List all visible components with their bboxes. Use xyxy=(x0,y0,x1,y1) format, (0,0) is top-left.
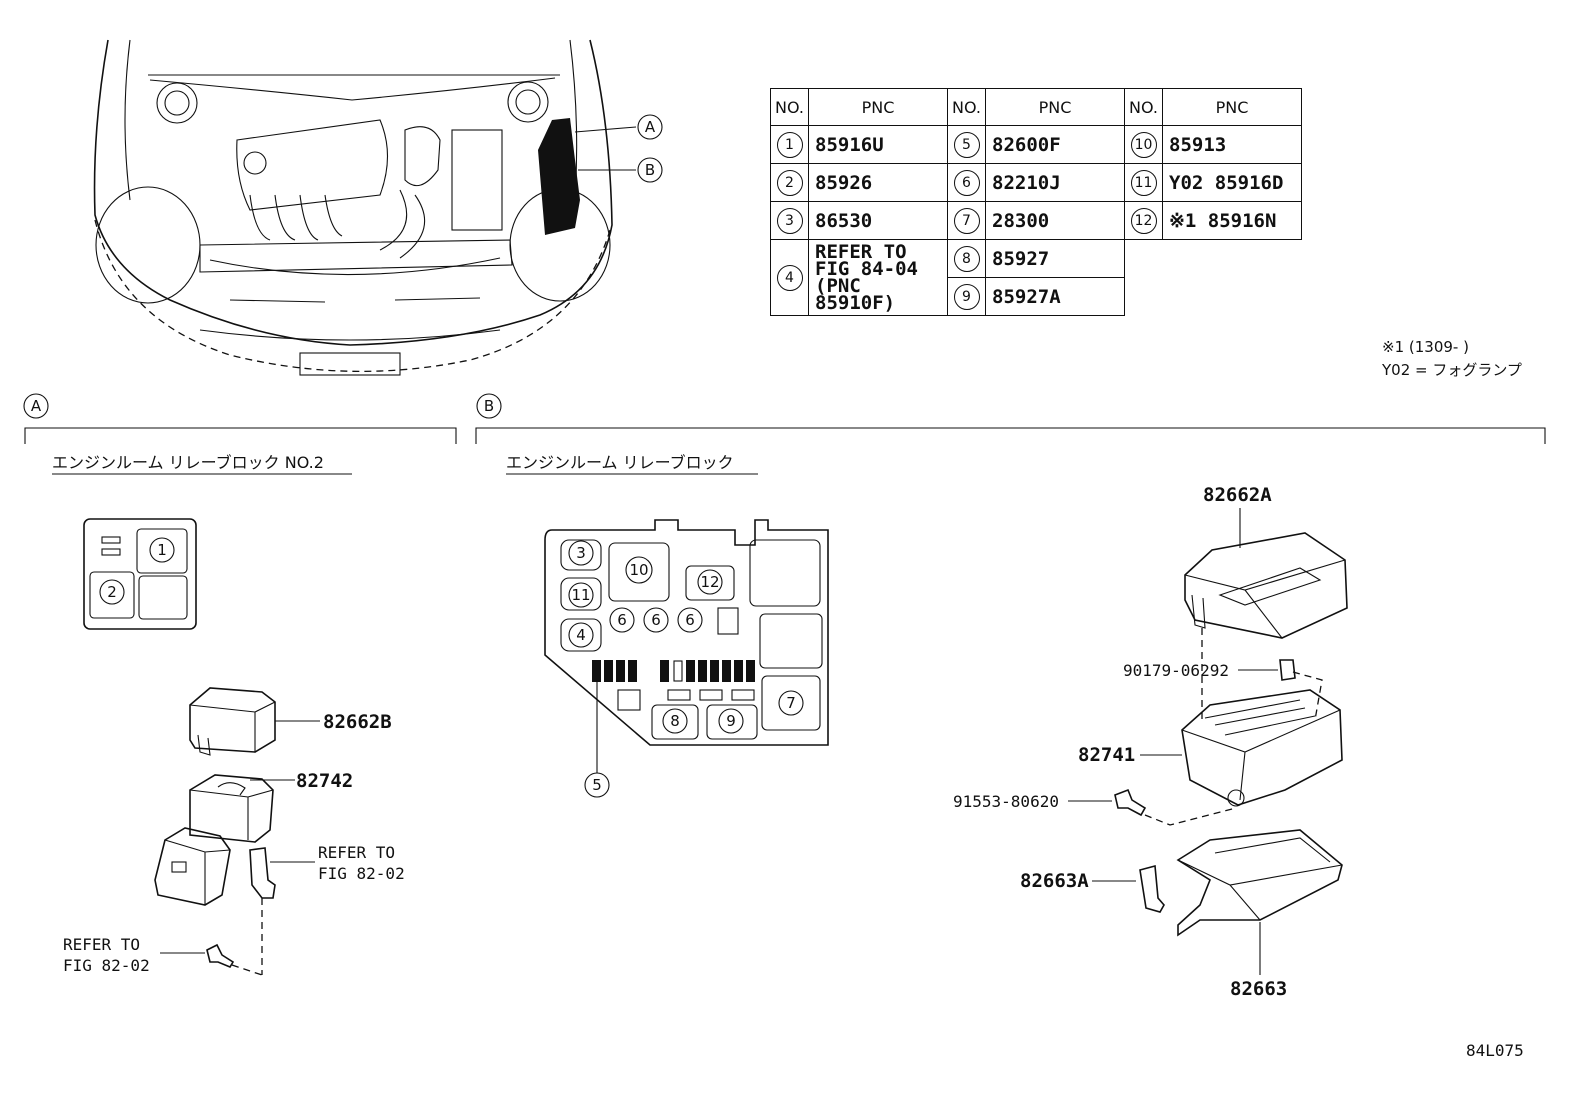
item-number: 11 xyxy=(1130,169,1157,196)
table-header-row: NO. PNC NO. PNC NO. PNC xyxy=(770,88,1302,126)
item-number: 1 xyxy=(776,131,803,158)
footnote-2: Y02 = フォグランプ xyxy=(1382,361,1522,379)
part-82662B-label: 82662B xyxy=(323,711,392,733)
pnc-cell: 28300 xyxy=(985,201,1125,240)
pnc-cell: 85916U xyxy=(808,125,948,164)
item-number: 5 xyxy=(953,131,980,158)
footnote-1: ※1 (1309- ) xyxy=(1382,338,1469,356)
pnc-cell: 85927A xyxy=(985,277,1125,316)
refer-to-label-2b: FIG 82-02 xyxy=(63,956,150,975)
slot-1: 1 xyxy=(157,541,167,559)
slot-8: 8 xyxy=(670,712,680,730)
header-pnc: PNC xyxy=(1162,88,1302,126)
item-number: 10 xyxy=(1130,131,1157,158)
refer-line: REFER TO xyxy=(815,240,907,263)
refer-to-label-2a: REFER TO xyxy=(63,935,140,954)
part-82663-label: 82663 xyxy=(1230,978,1287,1000)
slot-3: 3 xyxy=(576,544,586,562)
table-row: 3 86530 7 28300 12 ※1 85916N xyxy=(770,201,1302,240)
callout-b-label: B xyxy=(645,161,655,179)
item-number: 3 xyxy=(776,207,803,234)
refer-line: FIG 84-04 xyxy=(815,257,918,280)
slot-10: 10 xyxy=(629,561,648,579)
section-b-marker: B xyxy=(484,397,494,415)
table-row: 1 85916U 5 82600F 10 85913 xyxy=(770,125,1302,164)
relay-block-no2-layout: 1 2 xyxy=(83,518,197,630)
header-pnc: PNC xyxy=(808,88,948,126)
slot-5: 5 xyxy=(592,776,602,794)
part-82663A-label: 82663A xyxy=(1020,870,1089,892)
pnc-cell: 82600F xyxy=(985,125,1125,164)
relay-block-no2-exploded: 82662B 82742 REFER TO FIG 82-02 REFER TO… xyxy=(63,687,405,976)
part-82742-label: 82742 xyxy=(296,770,353,792)
refer-line: (PNC 85910F) xyxy=(815,274,896,314)
section-a-marker: A xyxy=(31,397,42,415)
part-82662A-label: 82662A xyxy=(1203,484,1272,506)
figure-code: 84L075 xyxy=(1466,1041,1524,1060)
item-number: 7 xyxy=(953,207,980,234)
part-91553-80620-label: 91553-80620 xyxy=(953,792,1059,811)
pnc-cell: Y02 85916D xyxy=(1162,163,1302,202)
item-number: 8 xyxy=(953,245,980,272)
table-row: 9 85927A xyxy=(771,277,1302,316)
item-number: 4 xyxy=(776,264,803,291)
slot-9: 9 xyxy=(726,712,736,730)
refer-to-label-1b: FIG 82-02 xyxy=(318,864,405,883)
pnc-cell: 86530 xyxy=(808,201,948,240)
pnc-cell: 85927 xyxy=(985,239,1125,278)
pnc-cell: 85926 xyxy=(808,163,948,202)
pnc-cell: ※1 85916N xyxy=(1162,201,1302,240)
slot-2: 2 xyxy=(107,583,117,601)
header-no: NO. xyxy=(770,88,809,126)
slot-6c: 6 xyxy=(685,611,695,629)
section-a-title: エンジンルーム リレーブロック NO.2 xyxy=(52,453,324,472)
header-pnc: PNC xyxy=(985,88,1125,126)
relay-block-layout: 3 10 12 11 6 6 6 4 xyxy=(544,519,829,798)
item-number: 12 xyxy=(1130,207,1157,234)
pnc-cell-refer: REFER TO FIG 84-04 (PNC 85910F) xyxy=(808,239,948,316)
refer-to-label-1a: REFER TO xyxy=(318,843,395,862)
slot-4: 4 xyxy=(576,626,586,644)
slot-6a: 6 xyxy=(617,611,627,629)
item-number: 9 xyxy=(953,283,980,310)
slot-11: 11 xyxy=(571,586,590,604)
slot-12: 12 xyxy=(700,573,719,591)
part-82741-label: 82741 xyxy=(1078,744,1135,766)
section-b-title: エンジンルーム リレーブロック xyxy=(506,453,734,472)
table-row: 2 85926 6 82210J 11 Y02 85916D xyxy=(770,163,1302,202)
section-b-header: B エンジンルーム リレーブロック xyxy=(475,393,1546,475)
item-number: 2 xyxy=(776,169,803,196)
engine-bay-illustration: A B xyxy=(93,39,663,376)
item-number: 6 xyxy=(953,169,980,196)
table-row: 4 REFER TO FIG 84-04 (PNC 85910F) 8 8592… xyxy=(770,239,1302,316)
pnc-table: NO. PNC NO. PNC NO. PNC 1 85916U 5 82600… xyxy=(770,88,1302,316)
section-a-header: A エンジンルーム リレーブロック NO.2 xyxy=(23,393,457,475)
relay-block-exploded: 82662A 90179-06292 82741 91553-80620 826… xyxy=(953,484,1348,1000)
part-90179-06292-label: 90179-06292 xyxy=(1123,661,1229,680)
callout-a-label: A xyxy=(645,118,656,136)
slot-7: 7 xyxy=(786,694,796,712)
slot-6b: 6 xyxy=(651,611,661,629)
